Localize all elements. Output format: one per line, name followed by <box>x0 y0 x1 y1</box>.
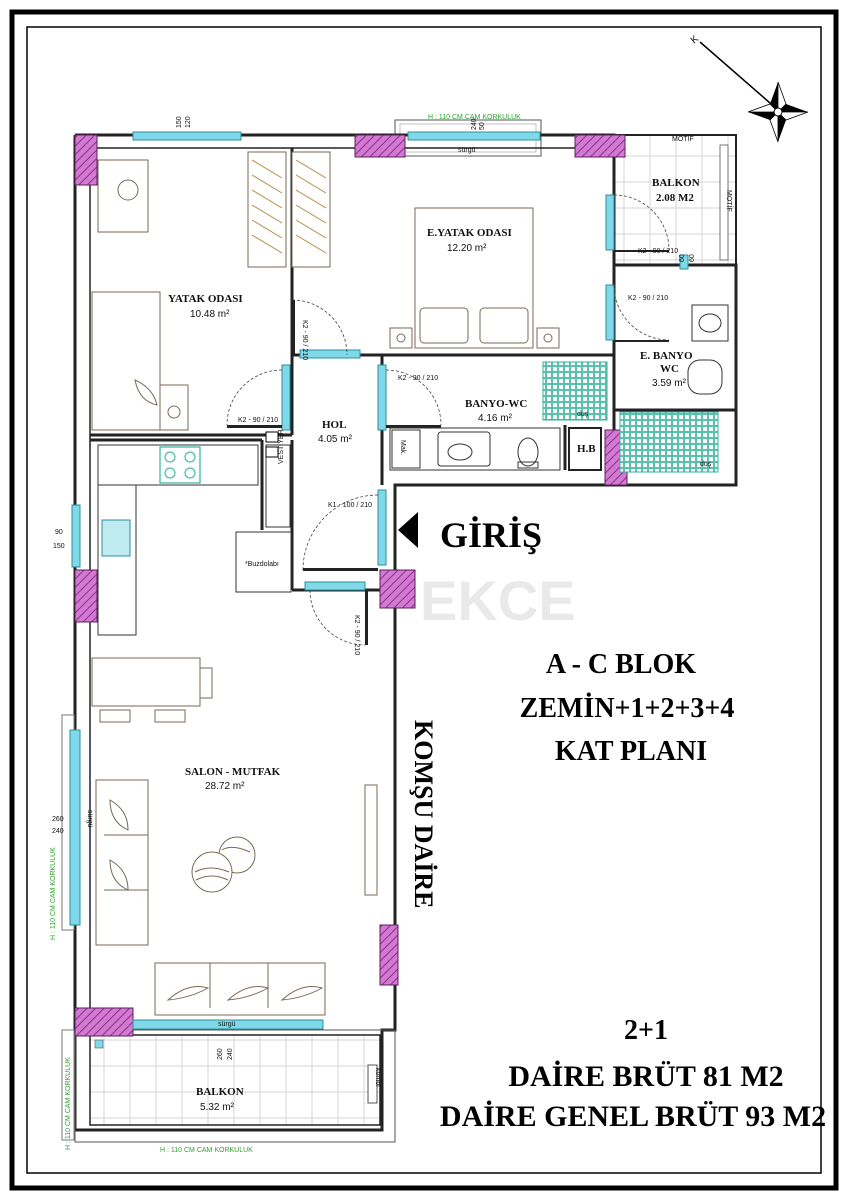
dim-win-top-b: 120 <box>185 116 192 128</box>
room-ebanyo-wc: WC <box>660 363 679 375</box>
block-title-line2: ZEMİN+1+2+3+4 <box>520 693 735 724</box>
surgu-top-label: sürgü <box>458 147 476 154</box>
door-label-6: K1 - 100 / 210 <box>328 502 372 509</box>
hb-label: H.B <box>577 443 596 455</box>
motif-label-top: MOTİF <box>672 134 694 143</box>
sofa-set <box>95 779 378 1016</box>
bedroom-furniture <box>91 159 189 431</box>
master-bed <box>389 207 560 349</box>
ensuite-shower-label: duş <box>700 461 712 468</box>
windows <box>69 131 689 1030</box>
coat-closet <box>265 444 291 528</box>
dim-win-top-d: 50 <box>479 122 486 130</box>
door-label-4: K2 - 90 / 210 <box>628 295 668 302</box>
dim-bath-win: 60 <box>679 254 686 262</box>
door-label-7: K2 - 90 / 210 <box>353 615 360 655</box>
ensuite-shower <box>619 411 719 473</box>
dim-win-salon-a: 260 <box>52 816 64 823</box>
coffee-table <box>191 836 256 893</box>
dim-win-left-b: 150 <box>53 543 65 550</box>
room-balkon-bottom-name: BALKON <box>196 1086 244 1098</box>
railing-left-bottom-label: H : 110 CM CAM KORKULUK <box>65 1057 72 1150</box>
door-label-5: K2 - 90 / 210 <box>638 248 678 255</box>
room-balkon-bottom-area: 5.32 m² <box>200 1102 235 1113</box>
room-eyatak-area: 12.20 m² <box>447 243 487 254</box>
vestiyer-label: VESTİYER <box>276 429 285 464</box>
shower-label: duş <box>577 411 589 418</box>
fridge-label: *Buzdolabı <box>245 561 279 568</box>
outer-frame <box>9 9 839 1191</box>
dining-table <box>91 657 213 723</box>
door-label-3: K2 - 90 / 210 <box>398 375 438 382</box>
door-label-2: K2 - 90 / 210 <box>238 417 278 424</box>
dim-bath-win-2: 60 <box>689 254 696 262</box>
room-banyowc-area: 4.16 m² <box>478 413 513 424</box>
north-label: K <box>689 33 701 46</box>
room-ebanyo-name: E. BANYO <box>640 350 693 362</box>
room-salon-name: SALON - MUTFAK <box>185 766 281 778</box>
room-hol-area: 4.05 m² <box>318 434 353 445</box>
exterior-walls <box>73 133 738 1132</box>
room-ebanyo-area: 3.59 m² <box>652 378 687 389</box>
neighbor-label: KOMŞU DAİRE <box>409 720 438 909</box>
door-swings <box>226 194 670 646</box>
north-arrow-icon: K <box>689 33 809 143</box>
stove-icon <box>159 446 201 484</box>
surgu-bottom-label: sürgü <box>218 1021 236 1028</box>
block-title-line3: KAT PLANI <box>555 736 707 767</box>
room-yatak-area: 10.48 m² <box>190 309 230 320</box>
summary-type: 2+1 <box>624 1015 668 1046</box>
wardrobe <box>247 151 331 268</box>
summary-general-gross: DAİRE GENEL BRÜT 93 M2 <box>440 1100 826 1133</box>
kombi-label: kombi <box>374 1068 381 1087</box>
summary-gross: DAİRE BRÜT 81 M2 <box>508 1060 783 1093</box>
ensuite-fixtures <box>687 304 729 395</box>
room-hol-name: HOL <box>322 419 346 431</box>
sink-icon <box>101 519 131 557</box>
railing-top-label: H : 110 CM CAM KORKULUK <box>428 114 521 121</box>
dim-win-balkon-a: 260 <box>217 1048 224 1060</box>
shower-tile <box>542 361 608 421</box>
room-balkon-top-name: BALKON <box>652 177 700 189</box>
washer-label: Mak. <box>399 440 406 455</box>
dim-win-salon-b: 240 <box>52 828 64 835</box>
room-yatak-name: YATAK ODASI <box>168 293 243 305</box>
watermark: EKCE <box>420 569 576 632</box>
motif-label-side: MOTİF <box>725 190 734 212</box>
dim-win-top-a: 150 <box>176 116 183 128</box>
block-title-line1: A - C BLOK <box>546 649 696 680</box>
railing-bottom-label: H : 110 CM CAM KORKULUK <box>160 1147 253 1154</box>
dim-win-left-a: 90 <box>55 529 63 536</box>
dim-win-top-c: 240 <box>471 118 478 130</box>
door-label-1: K2 - 90 / 210 <box>301 320 308 360</box>
railing-left-label: H : 110 CM CAM KORKULUK <box>50 847 57 940</box>
inner-frame <box>26 26 822 1174</box>
entrance-label: GİRİŞ <box>440 515 542 555</box>
surgu-left-label: sürgü <box>86 810 93 828</box>
dim-win-balkon-b: 240 <box>227 1048 234 1060</box>
kitchen-counters <box>97 444 292 636</box>
entrance-arrow-icon <box>398 512 418 548</box>
room-banyowc-name: BANYO-WC <box>465 398 527 410</box>
switch-icon <box>265 431 279 443</box>
room-labels: YATAK ODASI 10.48 m² E.YATAK ODASI 12.20… <box>168 177 700 1113</box>
room-balkon-top-area: 2.08 M2 <box>656 192 694 204</box>
bath-fixtures <box>389 427 602 471</box>
room-eyatak-name: E.YATAK ODASI <box>427 227 512 239</box>
room-salon-area: 28.72 m² <box>205 781 245 792</box>
